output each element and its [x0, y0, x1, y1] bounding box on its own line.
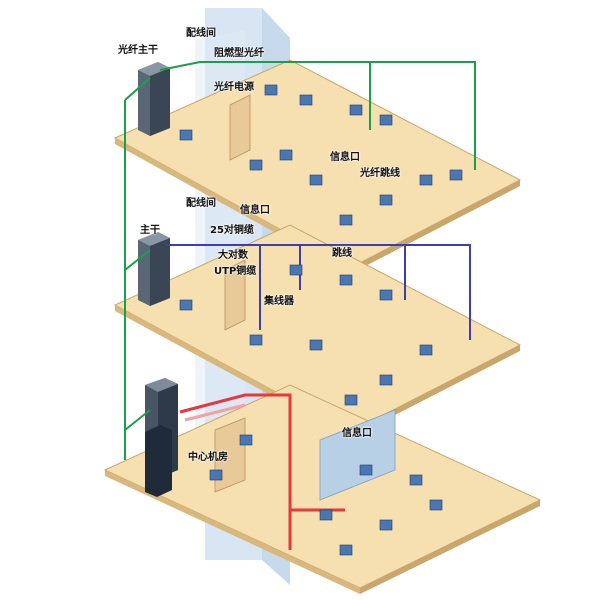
label-hub: 集线器 — [264, 296, 294, 307]
label-info-outlet-bottom: 信息口 — [342, 428, 372, 439]
fiber-backbone-rack — [138, 62, 170, 136]
label-fiber-backbone: 光纤主干 — [118, 45, 158, 56]
label-utp-copper: UTP铜缆 — [214, 266, 257, 277]
label-fiber-jumper: 光纤跳线 — [360, 168, 400, 179]
label-copper-25pair: 25对铜缆 — [210, 225, 254, 236]
label-data-center: 中心机房 — [188, 452, 228, 463]
fiber-cables — [124, 61, 476, 460]
label-backbone: 主干 — [140, 225, 160, 236]
label-flame-retardant-fiber: 阻燃型光纤 — [214, 48, 264, 59]
label-large-pair-count: 大对数 — [218, 250, 248, 261]
backbone-rack — [138, 232, 170, 306]
label-info-outlet-top: 信息口 — [330, 152, 360, 163]
label-fiber-power: 光纤电源 — [214, 82, 254, 93]
workstations — [179, 84, 463, 556]
data-center-cables-light — [184, 403, 246, 422]
data-center-cables — [179, 393, 345, 550]
label-info-outlet-mid: 信息口 — [240, 205, 270, 216]
label-wiring-closet-mid: 配线间 — [186, 198, 216, 209]
label-wiring-closet-top: 配线间 — [186, 28, 216, 39]
label-jumper: 跳线 — [332, 248, 352, 259]
partitions — [214, 94, 396, 501]
data-center-rack — [145, 378, 178, 497]
